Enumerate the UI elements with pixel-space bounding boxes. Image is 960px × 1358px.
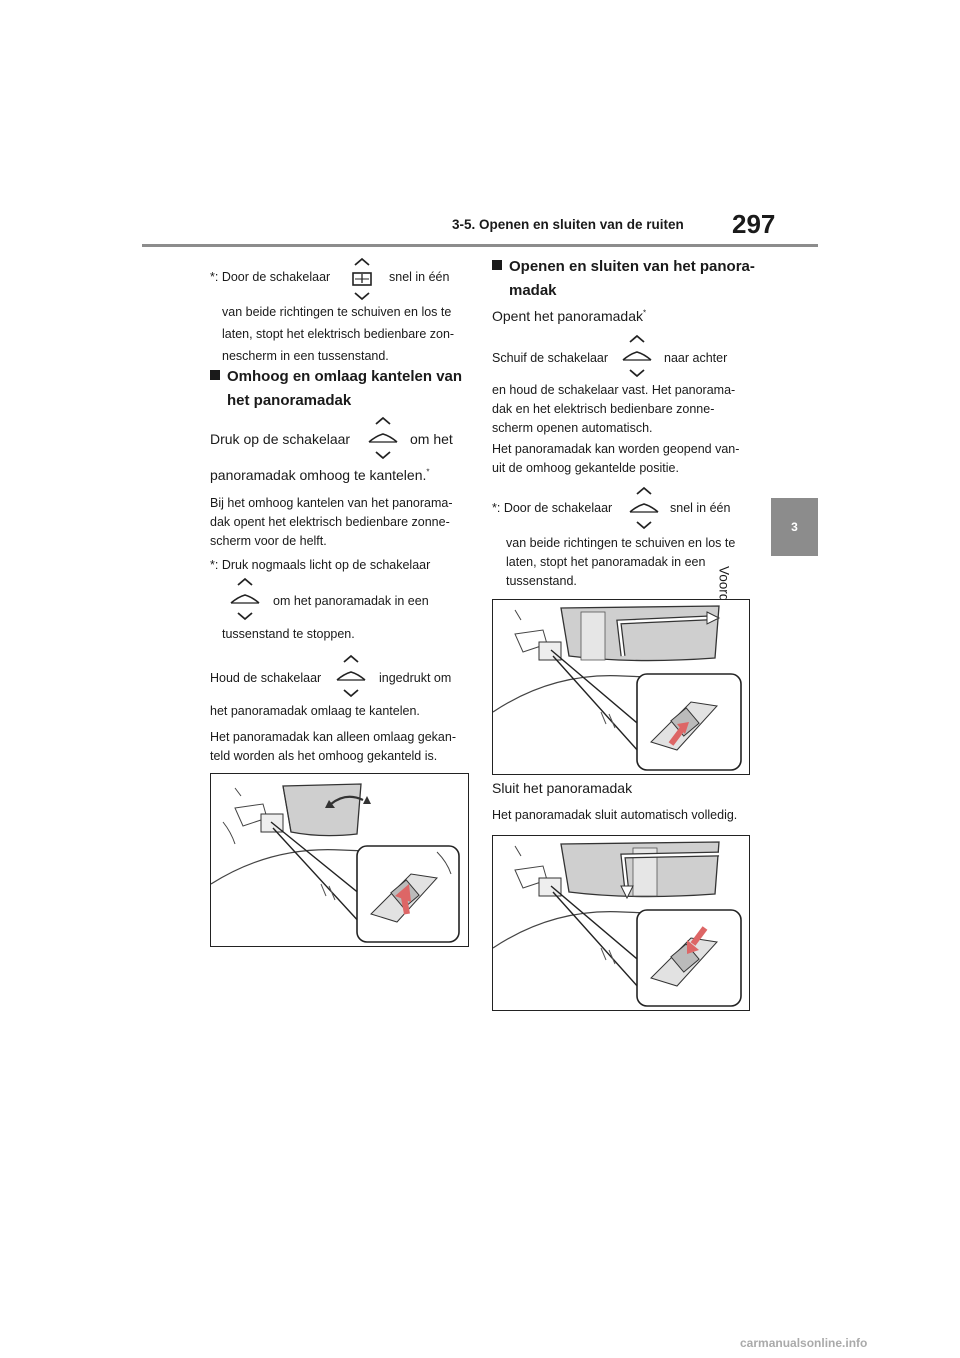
illustration-tilt <box>210 773 469 947</box>
slide-instruction: Schuif de schakelaar <box>492 351 609 365</box>
illustration-close <box>492 835 750 1011</box>
chapter-tab: 3 <box>771 498 818 556</box>
slide-instruction-body: en houd de schakelaar vast. Het panorama… <box>492 383 736 435</box>
tilt-instruction: Druk op de schakelaar <box>210 431 351 447</box>
hold-instruction-end: ingedrukt om <box>379 671 452 685</box>
only-tilt-note: Het panoramadak kan alleen omlaag gekan-… <box>210 730 456 763</box>
watermark: carmanualsonline.info <box>740 1336 868 1350</box>
slide-instruction-end: naar achter <box>664 351 728 365</box>
close-description: Het panoramadak sluit automatisch volled… <box>492 808 738 822</box>
note-3-body: van beide richtingen te schuiven en los … <box>506 536 736 588</box>
tilt-instruction-end: om het <box>410 431 453 447</box>
note-1-body: van beide richtingen te schuiven en los … <box>222 305 455 363</box>
chapter-side-label: Voordat u gaat rijden <box>717 566 806 716</box>
switch-tilt-icon-3 <box>334 652 368 705</box>
switch-tilt-icon-2 <box>228 575 262 628</box>
switch-slide-icon <box>620 332 654 385</box>
illustration-open <box>492 599 750 775</box>
note-3: *: Door de schakelaar <box>492 501 613 515</box>
note-1-end: snel in één <box>389 270 450 284</box>
switch-tilt-icon <box>366 414 400 467</box>
note-1: *: Door de schakelaar <box>210 270 331 284</box>
heading-open-close: Openen en sluiten van het panora- madak <box>492 255 755 302</box>
page-number: 297 <box>732 209 776 239</box>
note-3-end: snel in één <box>670 501 731 515</box>
section-title: 3-5. Openen en sluiten van de ruiten <box>452 217 684 232</box>
tilt-half-note: Bij het omhoog kantelen van het panorama… <box>210 496 453 548</box>
switch-slide-icon-2 <box>627 484 661 537</box>
switch-slide-tilt-icon <box>345 255 379 308</box>
open-title: Opent het panoramadak* <box>492 308 647 324</box>
note-2-end: tussenstand te stoppen. <box>222 627 355 641</box>
heading-tilt: Omhoog en omlaag kantelen van het panora… <box>210 365 462 412</box>
heading-bullet-2 <box>492 260 502 270</box>
header-divider <box>142 244 818 247</box>
close-title: Sluit het panoramadak <box>492 780 633 796</box>
hold-instruction-line2: het panoramadak omlaag te kantelen. <box>210 704 420 718</box>
note-2-mid: om het panoramadak in een <box>273 594 429 608</box>
hold-instruction: Houd de schakelaar <box>210 671 322 685</box>
open-from-tilt-note: Het panoramadak kan worden geopend van- … <box>492 442 740 475</box>
note-2: *: Druk nogmaals licht op de schakelaar <box>210 558 431 572</box>
heading-bullet <box>210 370 220 380</box>
tilt-instruction-line2: panoramadak omhoog te kantelen.* <box>210 467 430 483</box>
chapter-number: 3 <box>791 520 798 534</box>
